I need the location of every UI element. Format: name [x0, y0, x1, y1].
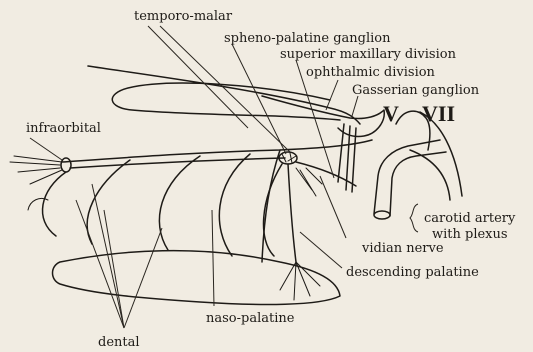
upper-loop-return: [112, 83, 340, 120]
carotid-artery-end: [374, 211, 390, 219]
dental-arc-3: [159, 156, 200, 250]
dental-arc-1: [43, 172, 66, 236]
carotid-brace: [410, 204, 418, 232]
label-carotid-artery: carotid artery: [424, 211, 516, 226]
labels: temporo-malar spheno-palatine ganglion s…: [26, 9, 516, 350]
dental-hook-left: [28, 198, 48, 210]
palatine-trunk: [288, 164, 296, 262]
dental-leader-3: [124, 228, 162, 328]
label-superior-maxillary-division: superior maxillary division: [280, 47, 457, 62]
label-roman-vii: VII: [422, 101, 455, 126]
spheno-palatine-fibres: [282, 153, 296, 163]
spheno-palatine-leader: [232, 44, 286, 154]
label-descending-palatine: descending palatine: [346, 265, 479, 280]
label-spheno-palatine-ganglion: spheno-palatine ganglion: [224, 31, 391, 46]
infraorbital-loop: [61, 158, 71, 172]
dental-arc-2: [87, 160, 130, 244]
lower-jaw-loop: [53, 251, 341, 305]
vidian-leader: [320, 176, 346, 238]
facial-nerve-inner: [410, 150, 450, 200]
label-gasserian-ganglion: Gasserian ganglion: [352, 83, 480, 98]
label-naso-palatine: naso-palatine: [206, 311, 295, 326]
carotid-artery-side: [390, 152, 446, 216]
carotid-artery: [374, 140, 440, 214]
descending-palatine-leader: [300, 232, 342, 268]
label-temporo-malar: temporo-malar: [134, 9, 233, 24]
infraorbital-fibres: [10, 156, 62, 184]
label-roman-v: V: [383, 101, 399, 126]
label-dental: dental: [98, 335, 140, 350]
dental-arc-4: [219, 154, 250, 256]
gasserian-leader: [352, 96, 358, 116]
naso-palatine-leader: [212, 210, 214, 306]
label-with-plexus: with plexus: [432, 227, 508, 242]
infraorbital-leader: [30, 138, 62, 160]
ophthalmic-leader: [326, 80, 338, 110]
label-ophthalmic-division: ophthalmic division: [306, 65, 436, 80]
label-infraorbital: infraorbital: [26, 121, 101, 136]
dental-leader-2: [104, 210, 124, 328]
descending-palatine-branches: [280, 262, 320, 300]
small-spheno-branches: [296, 168, 322, 196]
label-vidian-nerve: vidian nerve: [361, 241, 444, 256]
